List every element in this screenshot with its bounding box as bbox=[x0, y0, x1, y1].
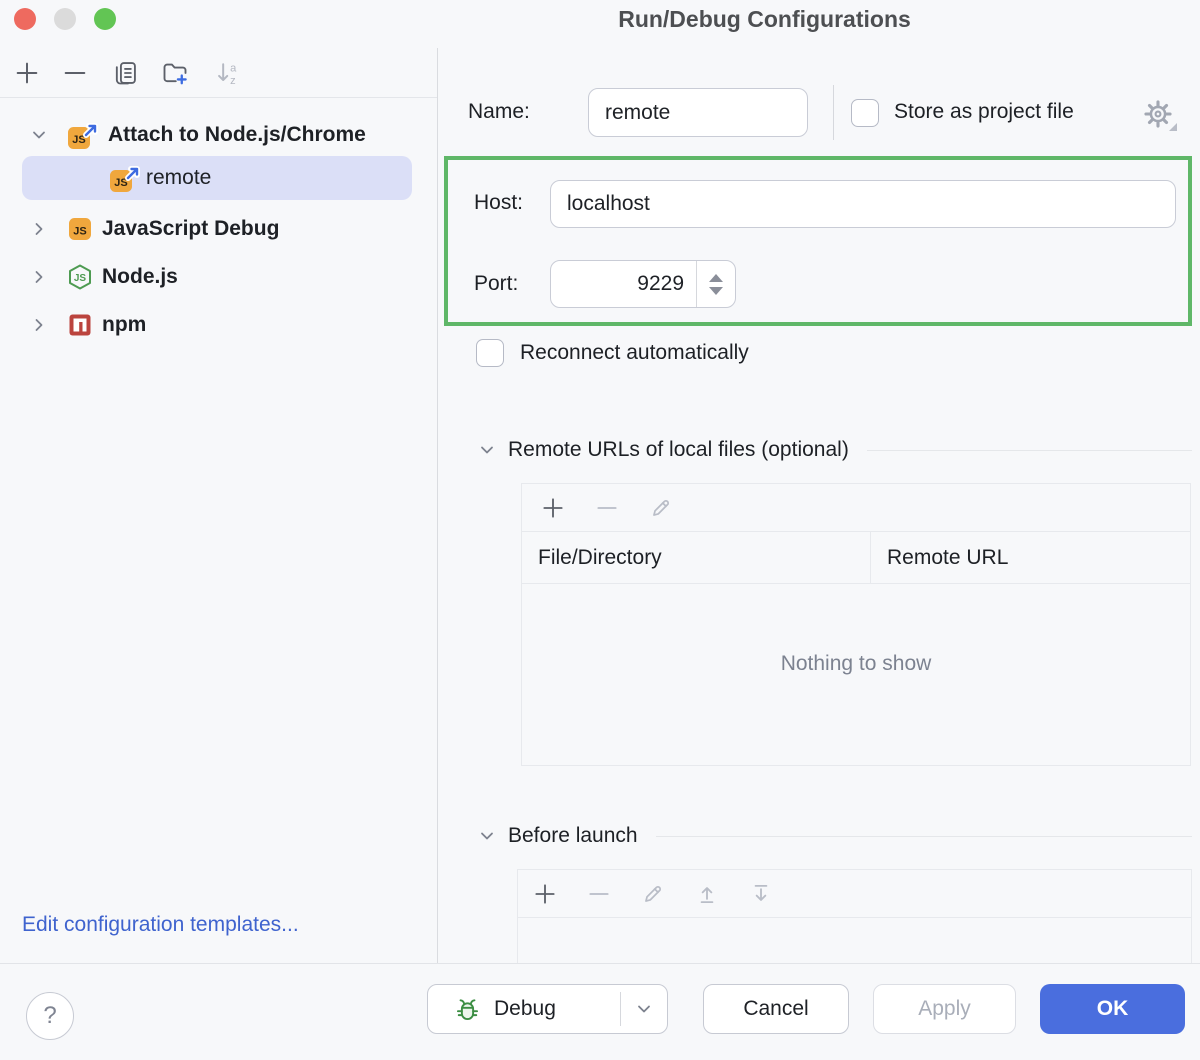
bug-icon bbox=[456, 998, 479, 1020]
before-launch-toolbar bbox=[518, 870, 1191, 918]
column-header-file-directory[interactable]: File/Directory bbox=[538, 545, 662, 569]
reconnect-automatically-checkbox[interactable] bbox=[476, 339, 504, 367]
nodejs-icon: JS bbox=[69, 264, 91, 290]
section-rule bbox=[866, 449, 1192, 451]
debug-split-divider bbox=[620, 992, 621, 1026]
collapse-chevron-icon[interactable] bbox=[476, 439, 498, 461]
remote-urls-table-header: File/Directory Remote URL bbox=[522, 531, 1190, 584]
remote-urls-section-header: Remote URLs of local files (optional) bbox=[476, 438, 1192, 462]
before-launch-table bbox=[517, 869, 1192, 963]
sort-alphabetically-icon[interactable]: a z bbox=[212, 56, 246, 90]
dialog-title: Run/Debug Configurations bbox=[618, 6, 911, 32]
reconnect-automatically-label: Reconnect automatically bbox=[520, 341, 749, 364]
chevron-right-icon[interactable] bbox=[28, 314, 50, 336]
add-task-icon[interactable] bbox=[532, 881, 558, 907]
tree-item-label: npm bbox=[102, 313, 147, 336]
debug-button-label: Debug bbox=[494, 997, 556, 1020]
move-up-icon[interactable] bbox=[694, 881, 720, 907]
sidebar-toolbar-divider bbox=[0, 97, 437, 98]
remove-task-icon[interactable] bbox=[586, 881, 612, 907]
ok-button[interactable]: OK bbox=[1040, 984, 1185, 1034]
section-rule bbox=[655, 835, 1192, 837]
edit-mapping-icon[interactable] bbox=[648, 495, 674, 521]
chevron-down-icon[interactable] bbox=[28, 124, 50, 146]
remove-configuration-icon[interactable] bbox=[58, 56, 92, 90]
footer-divider bbox=[0, 963, 1200, 964]
tree-item-attach-to-nodejs-chrome[interactable]: JS Attach to Node.js/Chrome bbox=[0, 117, 437, 153]
tree-item-npm[interactable]: npm bbox=[0, 307, 437, 343]
sidebar-divider bbox=[437, 48, 438, 963]
zoom-button[interactable] bbox=[94, 8, 116, 30]
column-header-remote-url[interactable]: Remote URL bbox=[887, 545, 1009, 569]
tree-item-nodejs[interactable]: JS Node.js bbox=[0, 259, 437, 295]
remove-mapping-icon[interactable] bbox=[594, 495, 620, 521]
spinner-down-icon[interactable] bbox=[709, 286, 723, 295]
cancel-button[interactable]: Cancel bbox=[703, 984, 849, 1034]
svg-text:JS: JS bbox=[73, 226, 86, 238]
tree-item-label: JavaScript Debug bbox=[102, 217, 280, 240]
debug-button[interactable]: Debug bbox=[427, 984, 668, 1034]
js-attach-icon: JS bbox=[110, 165, 140, 192]
tree-item-javascript-debug[interactable]: JS JavaScript Debug bbox=[0, 211, 437, 247]
port-spinner-buttons[interactable] bbox=[697, 261, 735, 307]
before-launch-section-header: Before launch bbox=[476, 824, 1192, 848]
spinner-divider bbox=[696, 261, 697, 307]
gear-dropdown-triangle bbox=[1169, 123, 1177, 131]
chevron-right-icon[interactable] bbox=[28, 266, 50, 288]
tree-item-label: Node.js bbox=[102, 265, 178, 288]
remote-urls-table: File/Directory Remote URL Nothing to sho… bbox=[521, 483, 1191, 766]
help-button[interactable]: ? bbox=[26, 992, 74, 1040]
npm-icon bbox=[69, 314, 91, 336]
host-label: Host: bbox=[474, 191, 524, 214]
port-spinner[interactable]: 9229 bbox=[550, 260, 736, 308]
name-label: Name: bbox=[468, 100, 530, 123]
before-launch-section-title: Before launch bbox=[508, 824, 638, 847]
svg-text:a: a bbox=[230, 62, 237, 74]
name-section-divider bbox=[833, 85, 834, 140]
store-as-project-file-checkbox[interactable] bbox=[851, 99, 879, 127]
remote-urls-toolbar bbox=[522, 484, 1190, 532]
move-down-icon[interactable] bbox=[748, 881, 774, 907]
javascript-icon: JS bbox=[69, 218, 91, 240]
tree-item-remote[interactable]: JS remote bbox=[22, 156, 412, 200]
empty-table-message: Nothing to show bbox=[780, 652, 932, 675]
minimize-button[interactable] bbox=[54, 8, 76, 30]
name-input[interactable] bbox=[588, 88, 808, 137]
new-folder-icon[interactable] bbox=[158, 56, 192, 90]
chevron-right-icon[interactable] bbox=[28, 218, 50, 240]
svg-text:JS: JS bbox=[114, 177, 127, 189]
tree-item-label: Attach to Node.js/Chrome bbox=[108, 123, 366, 146]
host-input[interactable] bbox=[550, 180, 1176, 228]
host-port-highlight-box bbox=[444, 156, 1192, 326]
svg-text:JS: JS bbox=[74, 273, 87, 284]
edit-configuration-templates-link[interactable]: Edit configuration templates... bbox=[22, 913, 299, 936]
add-mapping-icon[interactable] bbox=[540, 495, 566, 521]
store-as-project-file-label: Store as project file bbox=[894, 100, 1074, 123]
column-divider bbox=[870, 531, 871, 584]
collapse-chevron-icon[interactable] bbox=[476, 825, 498, 847]
svg-text:JS: JS bbox=[72, 134, 85, 146]
debug-dropdown-chevron-icon[interactable] bbox=[633, 998, 655, 1020]
tree-item-label: remote bbox=[146, 166, 212, 189]
edit-task-icon[interactable] bbox=[640, 881, 666, 907]
close-button[interactable] bbox=[14, 8, 36, 30]
svg-text:z: z bbox=[230, 75, 236, 87]
js-attach-icon: JS bbox=[68, 122, 98, 149]
add-configuration-icon[interactable] bbox=[10, 56, 44, 90]
remote-urls-section-title: Remote URLs of local files (optional) bbox=[508, 438, 849, 461]
apply-button[interactable]: Apply bbox=[873, 984, 1016, 1034]
spinner-up-icon[interactable] bbox=[709, 273, 723, 282]
store-settings-gear-icon[interactable] bbox=[1141, 97, 1177, 131]
port-value[interactable]: 9229 bbox=[637, 272, 684, 295]
copy-configuration-icon[interactable] bbox=[108, 56, 142, 90]
port-label: Port: bbox=[474, 272, 519, 295]
